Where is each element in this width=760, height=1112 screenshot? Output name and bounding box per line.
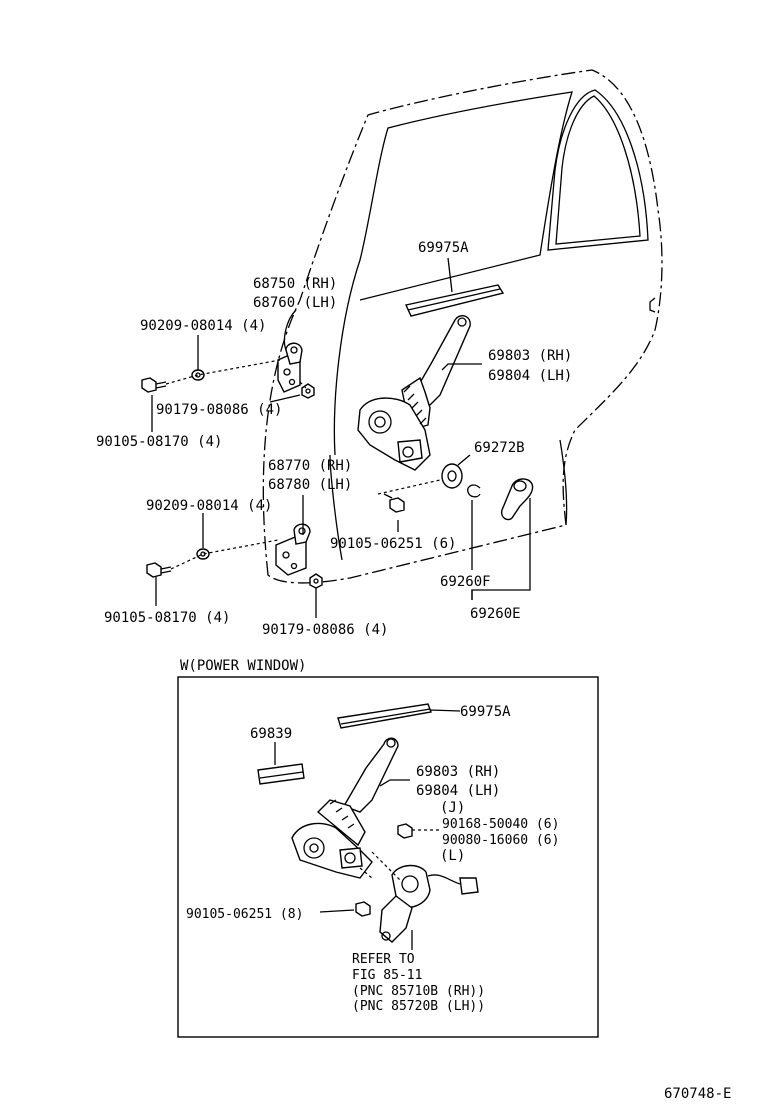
glass-run-molding xyxy=(405,284,505,317)
label-washer-upper: 90209-08014 (4) xyxy=(140,318,266,334)
nut-icon xyxy=(301,383,315,399)
bolt-icon xyxy=(141,377,167,393)
door-outline xyxy=(262,69,663,584)
inside-handle-icon xyxy=(500,478,534,521)
snap-ring-icon xyxy=(467,484,481,498)
window-regulator xyxy=(291,737,399,879)
label-hinge-upper-lh: 68760 (LH) xyxy=(253,295,337,311)
label-hinge-lower-rh: 68770 (RH) xyxy=(268,458,352,474)
washer-icon xyxy=(196,548,210,560)
bolt-icon xyxy=(355,901,371,917)
label-washer-lower: 90209-08014 (4) xyxy=(146,498,272,514)
door-hinge-upper xyxy=(277,342,303,393)
label-inset-regulator-rh: 69803 (RH) xyxy=(416,764,500,780)
bolt-icon xyxy=(397,823,413,839)
figure-code: 670748-E xyxy=(664,1086,731,1102)
inset-channel xyxy=(257,763,305,785)
bolt-icon xyxy=(146,562,172,578)
label-inset-screw-l: 90080-16060 (6) xyxy=(442,833,559,848)
label-regulator-rh: 69803 (RH) xyxy=(488,348,572,364)
label-hinge-lower-lh: 68780 (LH) xyxy=(268,477,352,493)
window-regulator xyxy=(357,315,471,471)
label-molding: 69975A xyxy=(418,240,469,256)
label-inset-screw-j: 90168-50040 (6) xyxy=(442,817,559,832)
label-inset-channel: 69839 xyxy=(250,726,292,742)
label-inset-j: (J) xyxy=(440,800,465,816)
label-refer-4: (PNC 85720B (LH)) xyxy=(352,999,485,1014)
label-ring: 69260F xyxy=(440,574,491,590)
label-inset-bolt: 90105-06251 (8) xyxy=(186,907,303,922)
label-bolt-regulator: 90105-06251 (6) xyxy=(330,536,456,552)
label-refer-2: FIG 85-11 xyxy=(352,968,422,983)
inset-title: W(POWER WINDOW) xyxy=(180,658,306,674)
washer-icon xyxy=(191,369,205,381)
label-inset-regulator-lh: 69804 (LH) xyxy=(416,783,500,799)
leader-lines xyxy=(151,257,531,618)
label-handle: 69260E xyxy=(470,606,521,622)
power-motor-icon xyxy=(379,864,479,943)
clip-icon xyxy=(441,463,463,489)
label-refer-3: (PNC 85710B (RH)) xyxy=(352,984,485,999)
label-refer-1: REFER TO xyxy=(352,952,415,967)
label-inset-molding: 69975A xyxy=(460,704,511,720)
door-hinge-lower xyxy=(275,523,311,576)
label-bolt-upper: 90105-08170 (4) xyxy=(96,434,222,450)
label-regulator-lh: 69804 (LH) xyxy=(488,368,572,384)
label-inset-l: (L) xyxy=(440,848,465,864)
label-hinge-upper-rh: 68750 (RH) xyxy=(253,276,337,292)
label-nut-upper: 90179-08086 (4) xyxy=(156,402,282,418)
inset-molding xyxy=(337,703,432,729)
label-clip: 69272B xyxy=(474,440,525,456)
inset-frame xyxy=(177,676,599,1038)
bolt-icon xyxy=(383,493,405,513)
nut-icon xyxy=(309,573,323,589)
label-bolt-lower: 90105-08170 (4) xyxy=(104,610,230,626)
label-nut-lower: 90179-08086 (4) xyxy=(262,622,388,638)
